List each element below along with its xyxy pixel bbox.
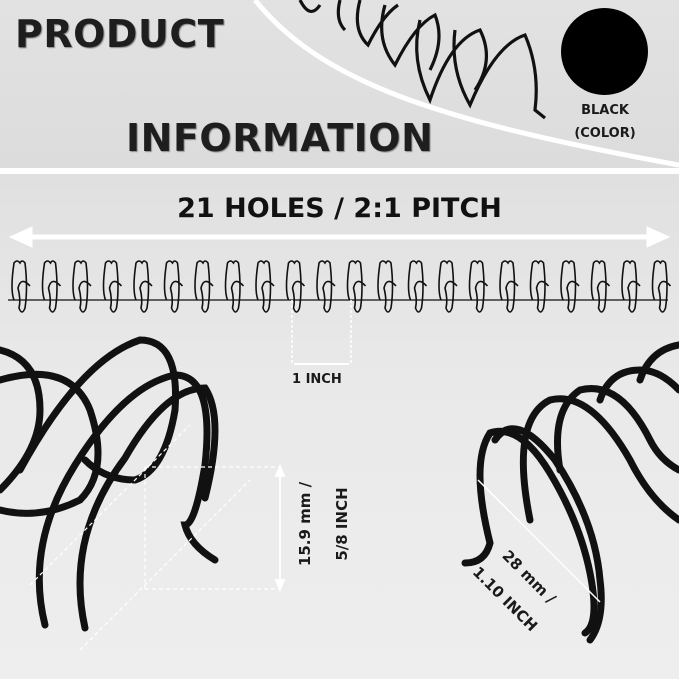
binding-wire-icon — [298, 0, 546, 120]
spec-panel — [0, 174, 679, 679]
header-banner: PRODUCT INFORMATION BLACK (COLOR) — [0, 0, 679, 168]
title-information: INFORMATION — [126, 116, 434, 160]
coil-left-icon — [0, 336, 219, 632]
pitch-marker — [291, 300, 352, 364]
curve-and-wire-decoration — [253, 0, 679, 168]
wire-strip-icon — [8, 299, 668, 301]
diameter-label-imperial: 5/8 INCH — [333, 487, 351, 561]
coil-right-icon — [461, 341, 679, 644]
section-divider — [0, 168, 679, 174]
color-name: BLACK — [581, 103, 629, 118]
diameter-label-metric: 15.9 mm / — [296, 481, 314, 567]
pitch-label: 1 INCH — [292, 372, 342, 387]
color-caption: (COLOR) — [574, 126, 636, 141]
holes-pitch-headline: 21 HOLES / 2:1 PITCH — [177, 193, 502, 224]
title-product: PRODUCT — [15, 12, 225, 56]
double-arrow-icon — [8, 226, 671, 248]
black-color-swatch — [561, 8, 648, 95]
